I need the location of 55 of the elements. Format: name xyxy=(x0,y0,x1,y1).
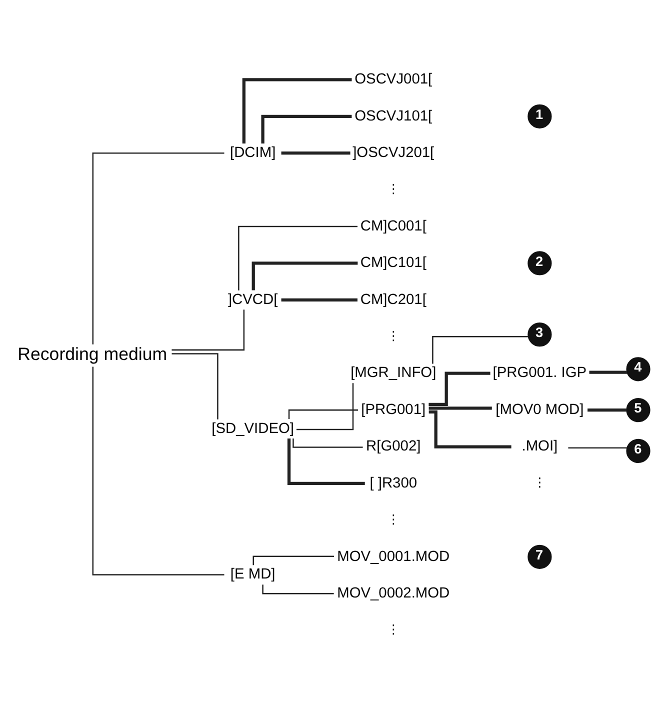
node-text: MOV_0002.MOD xyxy=(336,584,450,601)
node-text: [DCIM] xyxy=(230,144,276,160)
node-text: Recording medium xyxy=(17,343,167,364)
node-text: MOV_0001.MOD xyxy=(336,548,450,564)
connector xyxy=(92,366,224,575)
connector xyxy=(288,408,358,419)
connector xyxy=(171,352,218,419)
label: ⋮ xyxy=(386,621,400,636)
node-text: ]CVCD[ xyxy=(227,291,278,308)
node-text: OSCVJ001[ xyxy=(354,71,432,88)
node-circle: 3 xyxy=(527,322,552,346)
connector xyxy=(568,446,626,448)
connector xyxy=(280,298,357,302)
connector xyxy=(286,438,364,485)
node-text: CM]C101[ xyxy=(360,254,426,271)
connector xyxy=(432,336,528,364)
label: ⋮ xyxy=(386,180,400,196)
node-text: [MOV0 MOD] xyxy=(495,401,584,418)
connector xyxy=(296,382,354,430)
connector xyxy=(428,406,492,410)
connector xyxy=(262,584,334,594)
connector xyxy=(587,408,626,412)
label: ⋮ xyxy=(386,327,400,342)
node-text: OSCVJ101[ xyxy=(354,108,432,124)
node-text: [E MD] xyxy=(230,566,275,582)
connector xyxy=(171,309,244,350)
node-text: CM]C001[ xyxy=(360,218,426,234)
node-circle: 6 xyxy=(626,438,650,463)
label: ⋮ xyxy=(532,474,546,490)
node-circle: 5 xyxy=(626,398,650,422)
node-circle: 1 xyxy=(527,104,552,128)
connector xyxy=(588,370,627,374)
label: ⋮ xyxy=(386,510,400,526)
node-circle: 4 xyxy=(626,356,650,381)
node-text: [ ]R300 xyxy=(369,474,417,491)
node-text: CM]C201[ xyxy=(360,291,426,308)
connector xyxy=(92,152,224,344)
connector xyxy=(260,114,352,143)
connector xyxy=(428,371,490,406)
node-text: [SD_VIDEO] xyxy=(211,420,294,436)
node-text: [MGR_INFO] xyxy=(350,364,436,381)
node-text: [PRG001. IGP xyxy=(492,364,586,381)
node-text: ]OSCVJ201[ xyxy=(352,144,434,160)
connector xyxy=(238,225,357,290)
node-text: [PRG001] xyxy=(360,401,426,418)
connector xyxy=(292,438,362,448)
connector xyxy=(280,151,350,154)
node-circle: 2 xyxy=(527,250,552,275)
connector xyxy=(251,261,358,290)
node-text: .MOI] xyxy=(521,438,558,454)
connector xyxy=(428,410,511,448)
connector xyxy=(252,555,334,565)
node-circle: 7 xyxy=(527,544,552,568)
connector xyxy=(242,78,352,144)
node-text: R[G002] xyxy=(366,438,420,454)
